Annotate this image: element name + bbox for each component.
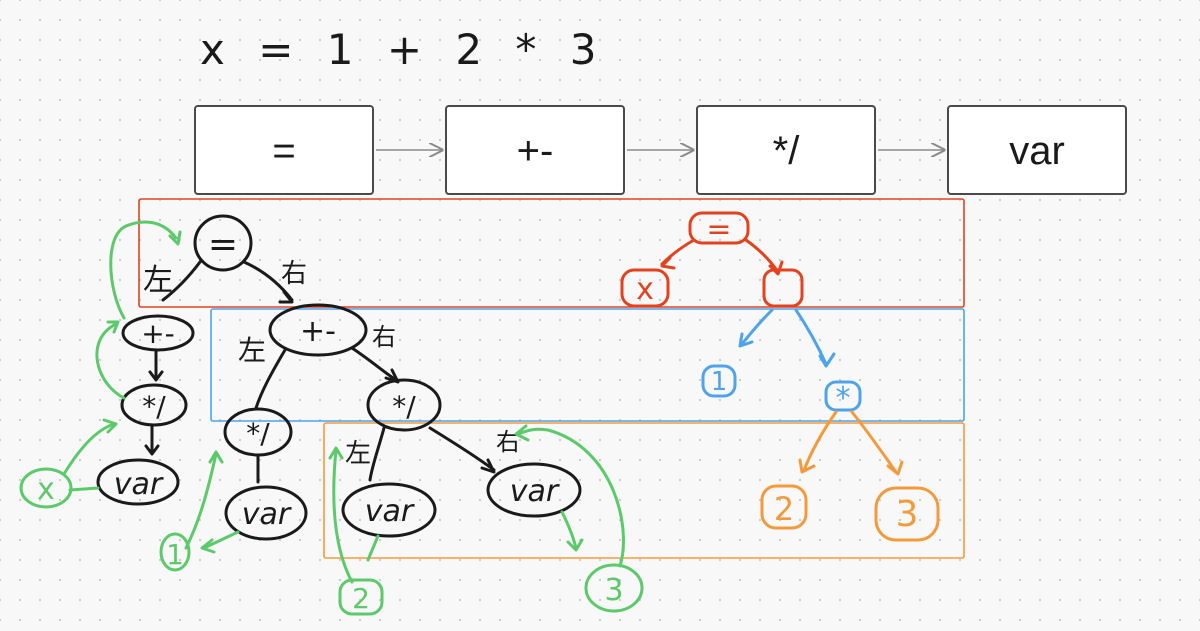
green-annotations [19,220,644,616]
label-muldiv-left: */ [142,390,166,423]
label-var-mid: var [242,497,292,532]
pipeline-box-assign[interactable] [194,105,374,195]
region-blue [210,308,965,422]
green-label-1: 1 [166,538,184,571]
green-3-stem [516,427,625,568]
node-muldiv-right [366,378,442,432]
edge-addsub-left [254,348,287,410]
green-leaf-3 [584,563,644,613]
rt-label-2: 2 [774,490,794,528]
pipeline-label-assign: = [272,129,295,173]
label-addsub-left: +- [141,317,175,350]
pipeline-box-addsub[interactable] [445,105,625,195]
rt-label-x: x [636,272,654,307]
pipeline-label-muldiv: */ [773,129,801,173]
green-loop-addsub [95,322,126,400]
region-orange [323,422,965,559]
edge-addsub-right [350,346,398,382]
rt-node-x [620,268,670,308]
label-var-b: var [510,474,560,509]
rt-edge-to-3 [850,410,898,474]
label-var-a: var [365,494,415,529]
rt-edge-to-2 [802,410,838,472]
pipeline-label-addsub: +- [517,129,554,173]
node-muldiv-left [120,383,188,427]
rt-node-2 [760,484,808,530]
label-left-addsub: 左 [238,334,266,367]
pipeline-box-muldiv[interactable] [696,105,876,195]
node-var-mid [224,485,308,541]
expression-title: x = 1 + 2 * 3 [200,25,607,74]
green-2-arrow [366,534,380,562]
edge-muldiv-right-left [368,426,386,482]
rt-node-root [688,211,750,245]
label-muldiv-mid: */ [246,417,270,450]
rt-edge-to-mul [794,308,828,366]
green-2-stem [332,448,354,584]
node-addsub-right [268,303,368,357]
rt-label-1: 1 [711,367,728,397]
label-right-addsub: 右 [372,323,396,351]
left-tree-labels: = 左 右 +- */ var 左 右 +- */ var */ 左 右 var… [114,224,560,532]
green-leaf-2 [338,578,384,616]
label-right-root: 右 [281,259,307,289]
green-1-arrow [202,530,240,550]
pipeline: = +- */ var [194,105,1127,195]
label-var-left: var [114,467,164,502]
label-muldiv-right: */ [392,390,416,423]
right-tree-labels: = x 1 * 2 3 [636,212,918,535]
rt-label-root: = [706,212,731,247]
rt-label-3: 3 [896,494,919,535]
green-leaf-1-link [184,452,218,550]
green-loop-top [109,220,178,320]
green-leaf-x-link [62,422,116,476]
rt-node-1 [701,364,737,398]
green-leaf-x [19,467,73,509]
region-red [138,198,965,308]
rt-node-3 [874,486,940,542]
green-label-2: 2 [352,582,370,615]
edge-root-left [161,260,202,302]
left-tree [96,214,582,541]
node-var-b [486,462,582,518]
label-root: = [208,224,238,265]
green-leaf-1 [159,532,191,572]
node-var-left [96,458,180,506]
label-addsub-right: +- [300,314,336,349]
rt-edge-to-1 [740,308,774,346]
green-label-3: 3 [604,573,623,608]
green-3-arrow [560,510,578,550]
edge-muldiv-right-right [428,426,496,472]
node-root-assign [193,214,253,272]
node-var-a [341,482,437,538]
rt-label-mul: * [836,381,851,416]
green-labels: x 1 2 3 [37,472,623,615]
green-label-x: x [37,472,55,507]
node-addsub-left [121,314,195,352]
rt-node-mul [824,380,862,412]
label-left-root: 左 [143,263,173,298]
rt-node-right [762,268,804,308]
pipeline-box-var[interactable] [947,105,1127,195]
label-left-muldiv: 左 [345,439,371,469]
right-tree [620,211,940,542]
pipeline-label-var: var [1009,129,1065,173]
